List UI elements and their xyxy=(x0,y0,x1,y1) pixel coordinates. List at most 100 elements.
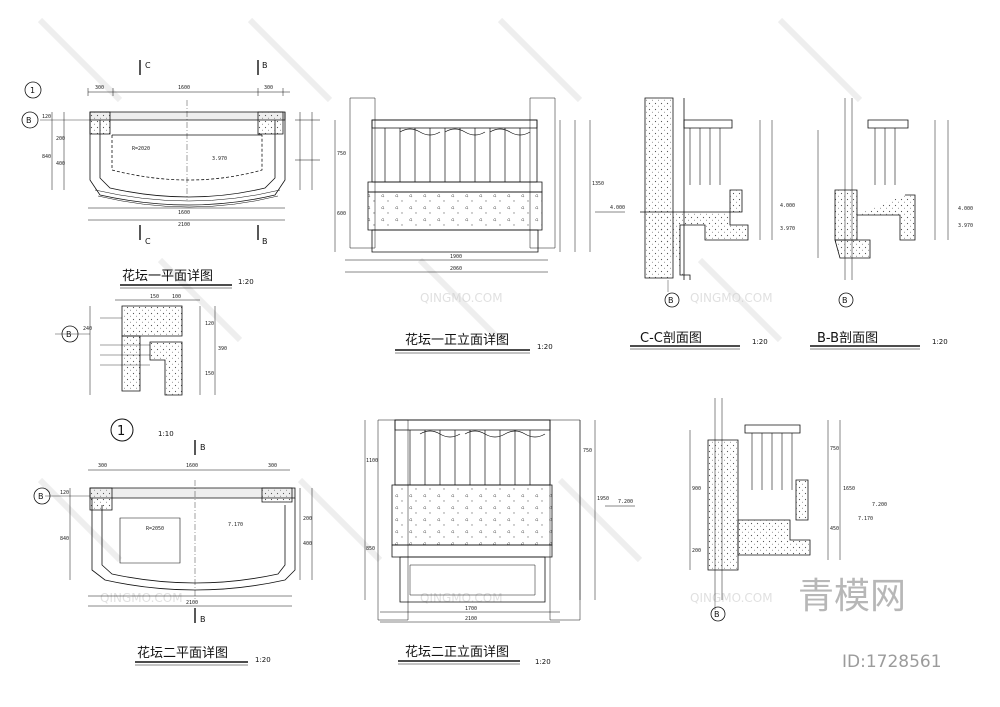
detail1-grid-bubble xyxy=(62,326,78,342)
plan2-section-b-bottom: B xyxy=(200,615,206,624)
watermark-brand-3: QINGMO.COM xyxy=(100,591,183,605)
plan1-section-c-bottom: C xyxy=(145,237,151,246)
plan1-dim-side-4: 200 xyxy=(56,136,65,142)
elev2-dim-bottom-2: 2100 xyxy=(465,616,477,622)
plan1-dim-top-mid: 1600 xyxy=(178,85,190,91)
sec-cc-labels: B 4.000 3.970 C-C剖面图 1:20 xyxy=(640,203,795,346)
sec-cc-title: C-C剖面图 xyxy=(640,331,702,346)
elev1-dim-side-1: 750 xyxy=(337,151,346,157)
elev1-labels: 1900 2060 750 600 1350 4.000 花坛一正立面详图 1:… xyxy=(337,151,625,351)
detail1-drawing xyxy=(55,300,215,395)
sec-cc-level-2: 3.970 xyxy=(780,226,795,232)
plan1-section-b-top: B xyxy=(262,61,268,70)
watermark-brand-5: QINGMO.COM xyxy=(690,591,773,605)
sec-3-dim-4: 450 xyxy=(830,526,839,532)
plan1-level: 3.970 xyxy=(212,156,227,162)
plan2-scale: 1:20 xyxy=(255,656,271,664)
plan2-dim-side-3: 400 xyxy=(303,541,312,547)
detail1-dim-top-2: 100 xyxy=(172,294,181,300)
detail1-dim-side-4: 150 xyxy=(205,371,214,377)
plan1-dim-side-3: 400 xyxy=(56,161,65,167)
plan2-dim-bottom: 2100 xyxy=(186,600,198,606)
sec-cc-scale: 1:20 xyxy=(752,338,768,346)
sec-3-grid-bubble xyxy=(711,607,725,621)
sec-bb-drawing xyxy=(810,98,948,349)
sec-3-dim-2: 200 xyxy=(692,548,701,554)
sec-bb-grid-bubble xyxy=(839,293,853,307)
sec-cc-level: 4.000 xyxy=(780,203,795,209)
sec-bb-title: B-B剖面图 xyxy=(817,331,878,346)
detail1-scale: 1:10 xyxy=(158,430,174,438)
plan2-grid-bubble xyxy=(34,488,50,504)
detail1-marker xyxy=(111,419,133,441)
plan2-radius: R=2050 xyxy=(146,526,164,532)
watermark-logo: 青模网 ID:1728561 xyxy=(798,576,942,672)
sec-3-dim-5: 1650 xyxy=(843,486,855,492)
plan1-grid-bubble xyxy=(22,112,38,128)
plan1-scale: 1:20 xyxy=(238,278,254,286)
sec-bb-level: 4.000 xyxy=(958,206,973,212)
watermark-logo-text: 青模网 xyxy=(798,576,906,617)
plan1-dim-bottom-1: 1600 xyxy=(178,210,190,216)
plan2-dim-top-right: 300 xyxy=(268,463,277,469)
elev1-dim-side-2: 600 xyxy=(337,211,346,217)
plan2-dim-side-4: 200 xyxy=(303,516,312,522)
plan2-labels: B B B 300 1600 300 2100 120 840 400 200 … xyxy=(34,443,312,664)
sec-3-dim-3: 750 xyxy=(830,446,839,452)
elev2-title: 花坛二正立面详图 xyxy=(405,644,509,660)
elev1-level: 4.000 xyxy=(610,205,625,211)
elev2-dim-bottom-1: 1700 xyxy=(465,606,477,612)
sec-bb-level-2: 3.970 xyxy=(958,223,973,229)
plan1-section-c-top: C xyxy=(145,61,151,70)
sec-3-level: 7.200 xyxy=(872,502,887,508)
elev1-title: 花坛一正立面详图 xyxy=(405,332,509,348)
detail1-dim-side-3: 390 xyxy=(218,346,227,352)
watermark-brand-2: QINGMO.COM xyxy=(690,291,773,305)
elev2-dim-side-1: 1100 xyxy=(366,458,378,464)
sec-3-level-2: 7.170 xyxy=(858,516,873,522)
plan1-drawing xyxy=(40,60,320,288)
plan2-drawing xyxy=(45,440,312,665)
sec-3-grid-label: B xyxy=(714,610,720,619)
plan2-level: 7.170 xyxy=(228,522,243,528)
elev1-dim-side-3: 1350 xyxy=(592,181,604,187)
elev1-drawing xyxy=(335,98,625,353)
detail1-dim-side-1: 240 xyxy=(83,326,92,332)
sec-bb-scale: 1:20 xyxy=(932,338,948,346)
plan1-grid-label: B xyxy=(26,116,32,125)
plan1-labels: C B C B 1 B 300 1600 300 1600 2100 120 8… xyxy=(22,61,273,286)
sec-bb-labels: B 4.000 3.970 B-B剖面图 1:20 xyxy=(817,206,973,346)
detail1-labels: B 150 100 240 120 390 150 1 1:10 xyxy=(62,294,227,441)
sec-cc-grid-label: B xyxy=(668,296,674,305)
plan1-dim-bottom-2: 2100 xyxy=(178,222,190,228)
plan1-dim-top-right: 300 xyxy=(264,85,273,91)
detail1-dim-top-1: 150 xyxy=(150,294,159,300)
elev2-level: 7.200 xyxy=(618,499,633,505)
plan2-dim-top-mid: 1600 xyxy=(186,463,198,469)
sec-3-dim-1: 900 xyxy=(692,486,701,492)
plan1-radius: R=2020 xyxy=(132,146,150,152)
detail1-grid-label: B xyxy=(66,330,72,339)
elev2-dim-side-3: 750 xyxy=(583,448,592,454)
elev2-labels: 1700 2100 1100 850 750 1950 7.200 花坛二正立面… xyxy=(366,448,633,666)
sec-cc-drawing xyxy=(630,98,772,349)
watermark-id: ID:1728561 xyxy=(842,652,942,672)
elev1-dim-bottom-1: 1900 xyxy=(450,254,462,260)
plan2-title: 花坛二平面详图 xyxy=(137,645,228,661)
plan2-dim-top-left: 300 xyxy=(98,463,107,469)
plan1-title: 花坛一平面详图 xyxy=(122,268,213,284)
plan2-grid-label: B xyxy=(38,492,44,501)
elev2-dim-side-2: 850 xyxy=(366,546,375,552)
plan2-dim-side-2: 840 xyxy=(60,536,69,542)
detail1-number: 1 xyxy=(117,424,125,439)
sec-bb-grid-label: B xyxy=(842,296,848,305)
elev1-dim-bottom-2: 2060 xyxy=(450,266,462,272)
sec-cc-grid-bubble xyxy=(665,293,679,307)
sec-3-drawing xyxy=(690,398,840,610)
plan1-detail-no: 1 xyxy=(30,86,35,95)
plan1-section-b-bottom: B xyxy=(262,237,268,246)
plan1-dim-side-2: 840 xyxy=(42,154,51,160)
elev2-dim-side-4: 1950 xyxy=(597,496,609,502)
elev2-drawing xyxy=(365,420,635,664)
